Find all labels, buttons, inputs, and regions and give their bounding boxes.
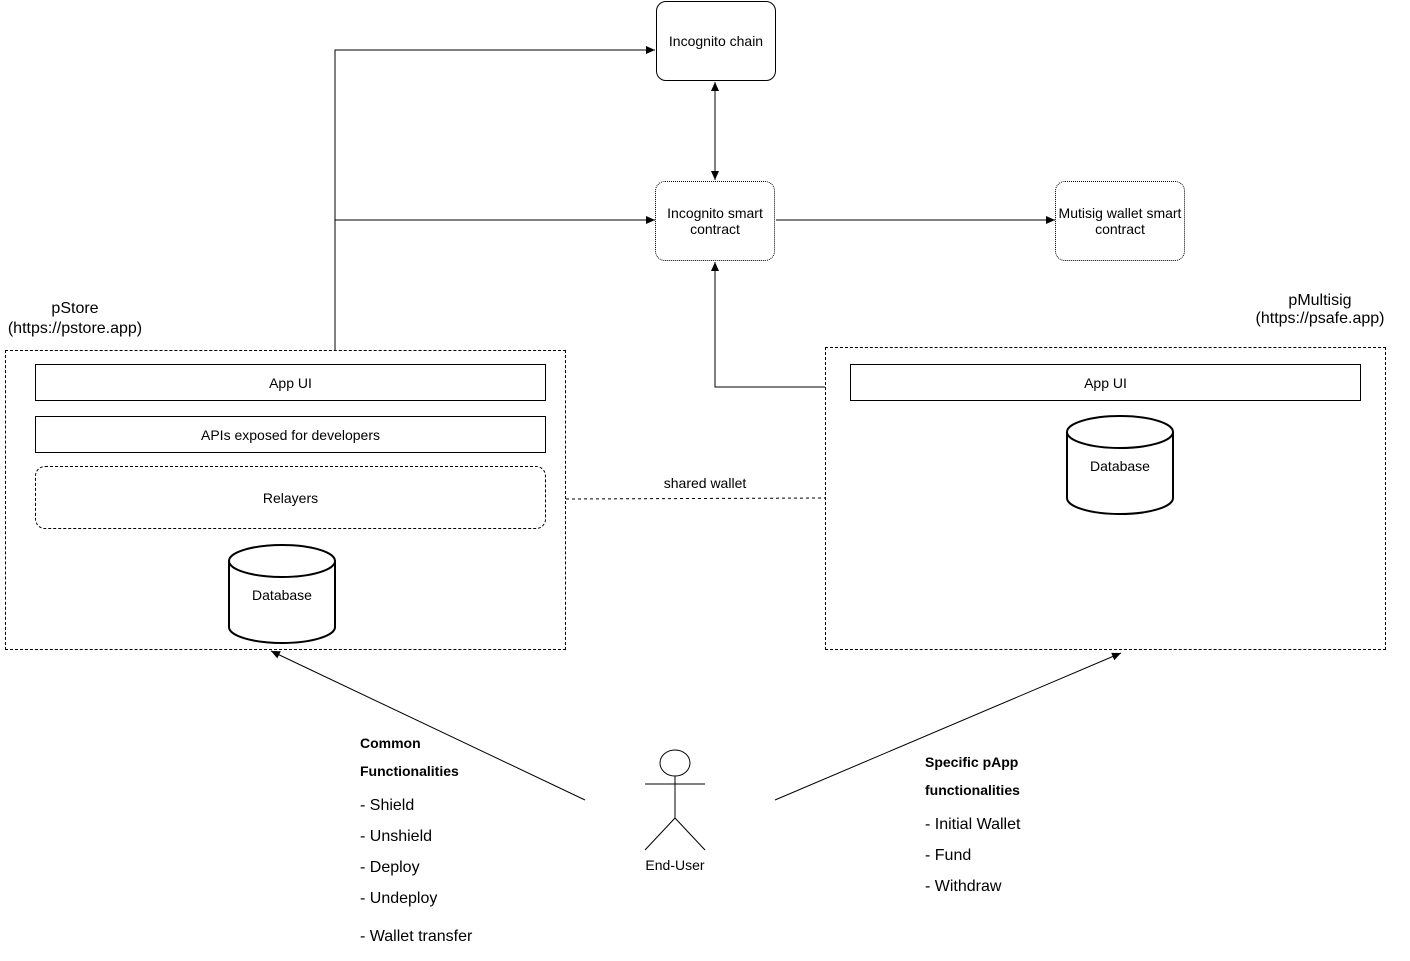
pstore-to-chain-connector	[334, 46, 655, 350]
common-item-wallet-transfer: - Wallet transfer	[360, 928, 473, 945]
user-to-pmultisig-arrow	[774, 652, 1122, 801]
common-item-deploy: - Deploy	[360, 859, 420, 876]
shared-wallet-line	[565, 497, 826, 500]
pmultisig-database-icon	[1066, 415, 1174, 515]
pstore-container	[5, 350, 566, 650]
specific-item-fund: - Fund	[925, 847, 972, 864]
pmultisig-container	[825, 347, 1386, 650]
common-item-unshield: - Unshield	[360, 828, 433, 845]
pmultisig-app-ui-label: App UI	[1084, 374, 1127, 391]
pmultisig-url: (https://psafe.app)	[1255, 310, 1385, 327]
common-heading-line2: Functionalities	[360, 763, 459, 779]
multisig-wallet-contract-node: Mutisig wallet smart contract	[1055, 181, 1185, 261]
end-user-icon	[644, 749, 706, 851]
pstore-database-icon	[228, 544, 336, 644]
user-to-pstore-arrow	[270, 650, 586, 801]
pmultisig-database-label: Database	[1090, 458, 1150, 474]
pstore-database-label: Database	[252, 587, 312, 603]
specific-item-withdraw: - Withdraw	[925, 878, 1002, 895]
incognito-smart-contract-label: Incognito smart contract	[667, 205, 763, 237]
common-heading-line1: Common	[360, 735, 421, 751]
pstore-title: pStore	[51, 300, 99, 317]
incognito-smart-contract-node: Incognito smart contract	[655, 181, 775, 261]
common-item-shield: - Shield	[360, 797, 415, 814]
pstore-apis-label: APIs exposed for developers	[201, 426, 380, 443]
common-item-undeploy: - Undeploy	[360, 890, 438, 907]
pstore-app-ui-label: App UI	[269, 374, 312, 391]
specific-heading-line2: functionalities	[925, 782, 1020, 798]
pmultisig-title: pMultisig	[1288, 292, 1352, 309]
multisig-wallet-contract-label: Mutisig wallet smart contract	[1058, 205, 1182, 237]
pstore-relayers-label: Relayers	[262, 489, 319, 506]
end-user-label: End-User	[645, 857, 705, 873]
incognito-chain-node: Incognito chain	[656, 1, 776, 81]
pstore-apis: APIs exposed for developers	[35, 416, 546, 453]
pmultisig-app-ui: App UI	[850, 364, 1361, 401]
pmultisig-to-contract-connector	[711, 262, 825, 388]
specific-item-initial-wallet: - Initial Wallet	[925, 816, 1021, 833]
shared-wallet-label: shared wallet	[663, 475, 747, 491]
specific-heading-line1: Specific pApp	[925, 754, 1019, 770]
incognito-chain-label: Incognito chain	[668, 33, 764, 49]
pstore-app-ui: App UI	[35, 364, 546, 401]
pstore-relayers: Relayers	[35, 466, 546, 529]
pstore-url: (https://pstore.app)	[7, 320, 143, 337]
